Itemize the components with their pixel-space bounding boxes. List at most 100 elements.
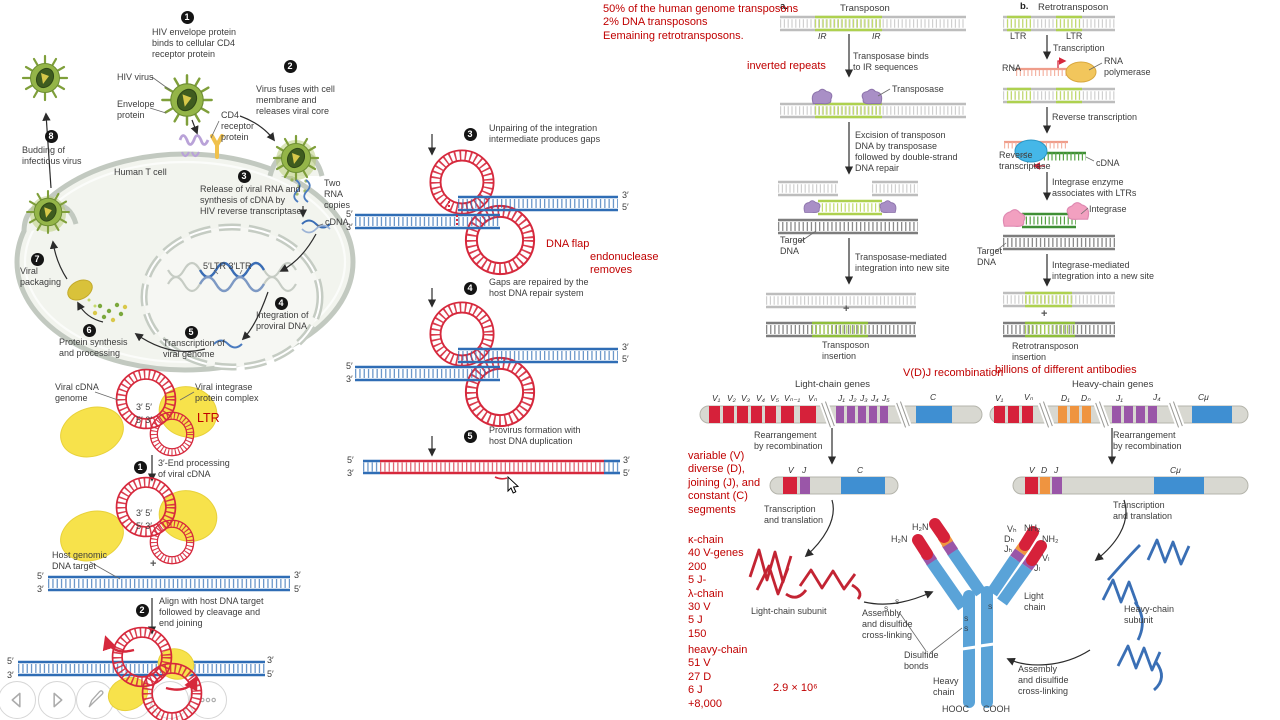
hd1: D₁: [1061, 393, 1070, 403]
transposase-right: [861, 88, 883, 105]
viral-integration-illustration: [18, 370, 290, 720]
u2-5p-left: 5′: [346, 361, 353, 371]
lv2: V₂: [727, 393, 736, 403]
ltr-note: LTR: [197, 411, 220, 425]
u2-3p-right: 3′: [622, 342, 629, 352]
step3-badge: 3: [237, 169, 251, 183]
jh-label: Jₕ: [1004, 544, 1013, 554]
obscured-button[interactable]: [151, 681, 189, 719]
budding-virus: [26, 190, 70, 234]
s-bond-1: S: [884, 606, 889, 613]
u1-3p-right: 3′: [622, 190, 629, 200]
kappa-lambda-note: κ-chain 40 V-genes 200 5 J- λ-chain 30 V…: [688, 534, 744, 640]
transcription1-label: Transcription and translation: [764, 504, 824, 525]
dna-flap-note: DNA flap: [546, 238, 590, 250]
retrotransposon-title: Retrotransposon: [1038, 2, 1109, 13]
h2n-left-label: H₂N: [891, 534, 908, 544]
heavy-chain-gene-rod: [989, 405, 1249, 424]
pen-tool-button[interactable]: [76, 681, 114, 719]
envelope-protein-label: Envelope protein: [117, 99, 155, 120]
target-dna-label: Target DNA: [780, 235, 806, 256]
light-chain-gene-rod: [699, 405, 983, 424]
vdj-recombination-note: V(D)J recombination: [903, 367, 1004, 379]
more-options-button[interactable]: [189, 681, 227, 719]
viral-cdna-genome-label: Viral cDNA genome: [55, 382, 99, 403]
integrase-label: Integrase: [1089, 204, 1127, 214]
step1-label: HIV envelope protein binds to cellular C…: [152, 27, 237, 59]
lv5: V₅: [770, 393, 780, 403]
sv: V: [788, 465, 794, 475]
step2-label: Virus fuses with cell membrane and relea…: [256, 84, 335, 116]
light-chain-subunit-ribbon: [748, 548, 862, 600]
assembly2-label: Assembly and disulfide cross-linking: [1018, 664, 1069, 696]
lj5: J₅: [882, 393, 890, 403]
plus-sign: +: [1041, 308, 1048, 320]
dna2-3p-right: 3′: [267, 655, 274, 665]
step5-badge: 5: [184, 325, 198, 339]
integrase-enzyme-label: Integrase enzyme associates with LTRs: [1052, 177, 1137, 198]
provirus-dna: [363, 459, 620, 475]
ir-right-label: IR: [872, 31, 881, 41]
cdna-label: cDNA: [1096, 158, 1120, 168]
int-step1-badge: 1: [133, 460, 147, 474]
step4-label: Gaps are repaired by the host DNA repair…: [489, 277, 589, 298]
next-slide-button[interactable]: [38, 681, 76, 719]
step5-label: Provirus formation with host DNA duplica…: [489, 425, 581, 446]
pv-3p-left: 3′: [347, 468, 354, 478]
genome-percent-note: 50% of the human genome transposons 2% D…: [603, 3, 799, 42]
human-t-cell-label: Human T cell: [114, 167, 167, 177]
lv3: V₃: [741, 393, 751, 403]
assembly1-label: Assembly and disulfide cross-linking: [862, 608, 913, 640]
two-rna-copies-label: Two RNA copies: [324, 178, 351, 210]
coreceptor: [178, 134, 210, 146]
rearrangement1-label: Rearrangement by recombination: [754, 430, 823, 451]
dna2-3p-left: 3′: [7, 670, 14, 680]
lj3: J₃: [860, 393, 868, 403]
segments-note: variable (V) diverse (D), joining (J), a…: [688, 450, 761, 516]
int-step2-badge: 2: [135, 603, 149, 617]
hvn: Vₙ: [1024, 392, 1034, 402]
cooh-label: COOH: [983, 704, 1010, 714]
free-virus: [21, 54, 69, 102]
heavy-chain-genes-title: Heavy-chain genes: [1072, 379, 1154, 390]
dna1-3p-left: 3′: [37, 584, 44, 594]
step7-badge: 7: [30, 252, 44, 266]
shj: J: [1054, 465, 1059, 475]
jl-label: Jₗ: [1034, 563, 1040, 573]
lvn: Vₙ: [808, 393, 818, 403]
red-pen-mark: [494, 476, 508, 480]
cdna-label: cDNA: [325, 217, 349, 227]
light-chain-label: Light chain: [1024, 591, 1046, 612]
previous-slide-button[interactable]: [0, 681, 36, 719]
combinations-note: 2.9 × 10⁶: [773, 682, 818, 694]
loop1-ends-top: 3′ 5′: [136, 402, 152, 412]
heavy-chain-subunit-label: Heavy-chain subunit: [1124, 604, 1175, 625]
reverse-transcription-label: Reverse transcription: [1052, 112, 1138, 122]
hj4: J₄: [1153, 392, 1161, 402]
step4-label: Integration of proviral DNA: [256, 310, 309, 331]
rearranged-light-rod: [769, 476, 899, 495]
insertion-label: Transposon insertion: [822, 340, 870, 361]
loop1-ends-bottom: 5′ 3′: [136, 415, 152, 425]
step7-label: Viral packaging: [20, 266, 62, 287]
camera-button[interactable]: [114, 681, 152, 719]
integrase-right: [1066, 202, 1090, 221]
binds-label: Transposase binds to IR sequences: [853, 51, 929, 72]
rna-label: RNA: [1002, 63, 1022, 73]
step2-badge: 2: [283, 59, 297, 73]
u1-3p-left: 3′: [346, 222, 353, 232]
endonuclease-note: endonuclease removes: [590, 251, 659, 277]
dna1-3p-right: 3′: [294, 570, 301, 580]
pen-icon: [88, 690, 104, 708]
panel-a-label: a.: [780, 1, 788, 12]
reverse-transcriptase-label: Reverse transcriptase: [999, 150, 1051, 171]
plus-sign: +: [843, 303, 850, 315]
dh-label: Dₕ: [1004, 534, 1015, 544]
insertion-label: Retrotransposon insertion: [1012, 341, 1079, 362]
red-integration-arrow-left: [102, 635, 135, 653]
chevron-left-icon: [11, 692, 21, 708]
pv-5p-right: 5′: [623, 468, 630, 478]
hiv-virus: [161, 74, 213, 126]
dna1-5p-right: 5′: [294, 584, 301, 594]
